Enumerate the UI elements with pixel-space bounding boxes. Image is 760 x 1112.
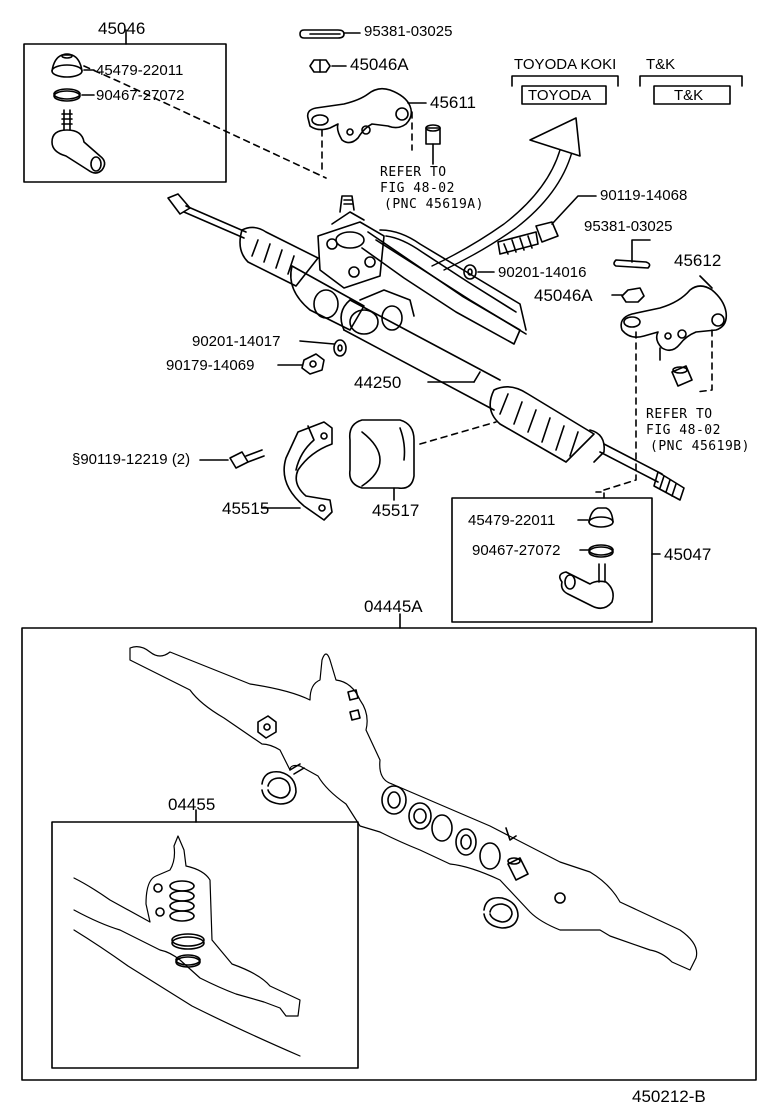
label-45046A-top: 45046A (350, 55, 409, 74)
box-04455 (51, 821, 359, 1069)
nut-icon (257, 715, 277, 739)
dust-boot-icon (588, 507, 614, 528)
knuckle-arm-icon (306, 87, 413, 144)
label-45517: 45517 (372, 501, 420, 520)
washer-icon (463, 264, 477, 280)
label-toyoda-koki: TOYODA KOKI (514, 56, 617, 73)
tie-rod-end-icon (51, 109, 106, 174)
label-tk: T&K (646, 56, 676, 73)
box-04445A (21, 627, 757, 1081)
label-90119-14068: 90119-14068 (600, 187, 688, 204)
refer-left-line3: (PNC 45619A) (384, 197, 484, 212)
label-45479-22011-left: 45479-22011 (96, 62, 184, 79)
bushing-icon (671, 365, 693, 387)
label-90201-14016: 90201-14016 (498, 264, 587, 281)
label-90179-14069: 90179-14069 (166, 357, 255, 374)
seal-icon (408, 802, 432, 830)
bracket-tk (639, 75, 743, 87)
label-45046: 45046 (98, 19, 146, 38)
curved-arrow-icon (431, 117, 581, 271)
washer-icon (333, 339, 347, 357)
label-45047: 45047 (664, 545, 712, 564)
ring-icon (53, 88, 81, 102)
steering-rack-icon (167, 193, 685, 501)
bushing-icon (507, 857, 529, 881)
bolt-icon (497, 221, 559, 255)
nut-icon (301, 353, 325, 375)
label-95381-03025-top: 95381-03025 (364, 23, 453, 40)
ring-icon (588, 544, 614, 558)
label-90467-27072-left: 90467-27072 (96, 87, 185, 104)
dust-boot-icon (51, 53, 83, 78)
bracket-clamp-icon (283, 421, 333, 521)
cotter-pin-icon (299, 29, 345, 39)
knuckle-arm-icon (620, 285, 728, 361)
refer-right-line2: FIG 48-02 (646, 423, 721, 438)
label-04445A: 04445A (364, 597, 423, 616)
label-90201-14017: 90201-14017 (192, 333, 281, 350)
label-tk-box: T&K (674, 87, 704, 104)
seal-icon (455, 828, 477, 856)
refer-right-line1: REFER TO (646, 407, 713, 422)
clamp-icon (483, 896, 519, 929)
cotter-pin-icon (613, 259, 651, 269)
ring-icon (175, 954, 201, 968)
label-90119-12219: §90119-12219 (2) (72, 451, 191, 468)
label-45479-22011-right: 45479-22011 (468, 512, 556, 529)
label-45046A-mid: 45046A (534, 286, 593, 305)
label-45611: 45611 (430, 93, 477, 112)
seal-icon (381, 785, 407, 815)
nut-icon (621, 287, 645, 303)
label-44250: 44250 (354, 373, 402, 392)
label-90467-27072-right: 90467-27072 (472, 542, 561, 559)
refer-left-line1: REFER TO (380, 165, 447, 180)
nut-icon (309, 59, 331, 73)
bracket-toyoda (511, 75, 619, 87)
clamp-icon (261, 763, 305, 805)
spring-icon (169, 880, 195, 922)
label-45515: 45515 (222, 499, 270, 518)
tie-rod-end-icon (558, 563, 614, 610)
grommet-icon (348, 419, 415, 490)
box-45047 (451, 497, 653, 623)
valve-outline-icon (73, 835, 301, 1017)
refer-right-line3: (PNC 45619B) (650, 439, 750, 454)
label-95381-03025-mid: 95381-03025 (584, 218, 673, 235)
label-45612: 45612 (674, 251, 722, 270)
diagram-code: 450212-B (632, 1087, 706, 1106)
bolt-icon (229, 449, 265, 469)
label-04455: 04455 (168, 795, 216, 814)
refer-left-line2: FIG 48-02 (380, 181, 455, 196)
seal-icon (171, 933, 205, 950)
label-toyoda-box: TOYODA (528, 87, 592, 104)
bushing-icon (425, 124, 441, 145)
box-45046 (23, 43, 227, 183)
